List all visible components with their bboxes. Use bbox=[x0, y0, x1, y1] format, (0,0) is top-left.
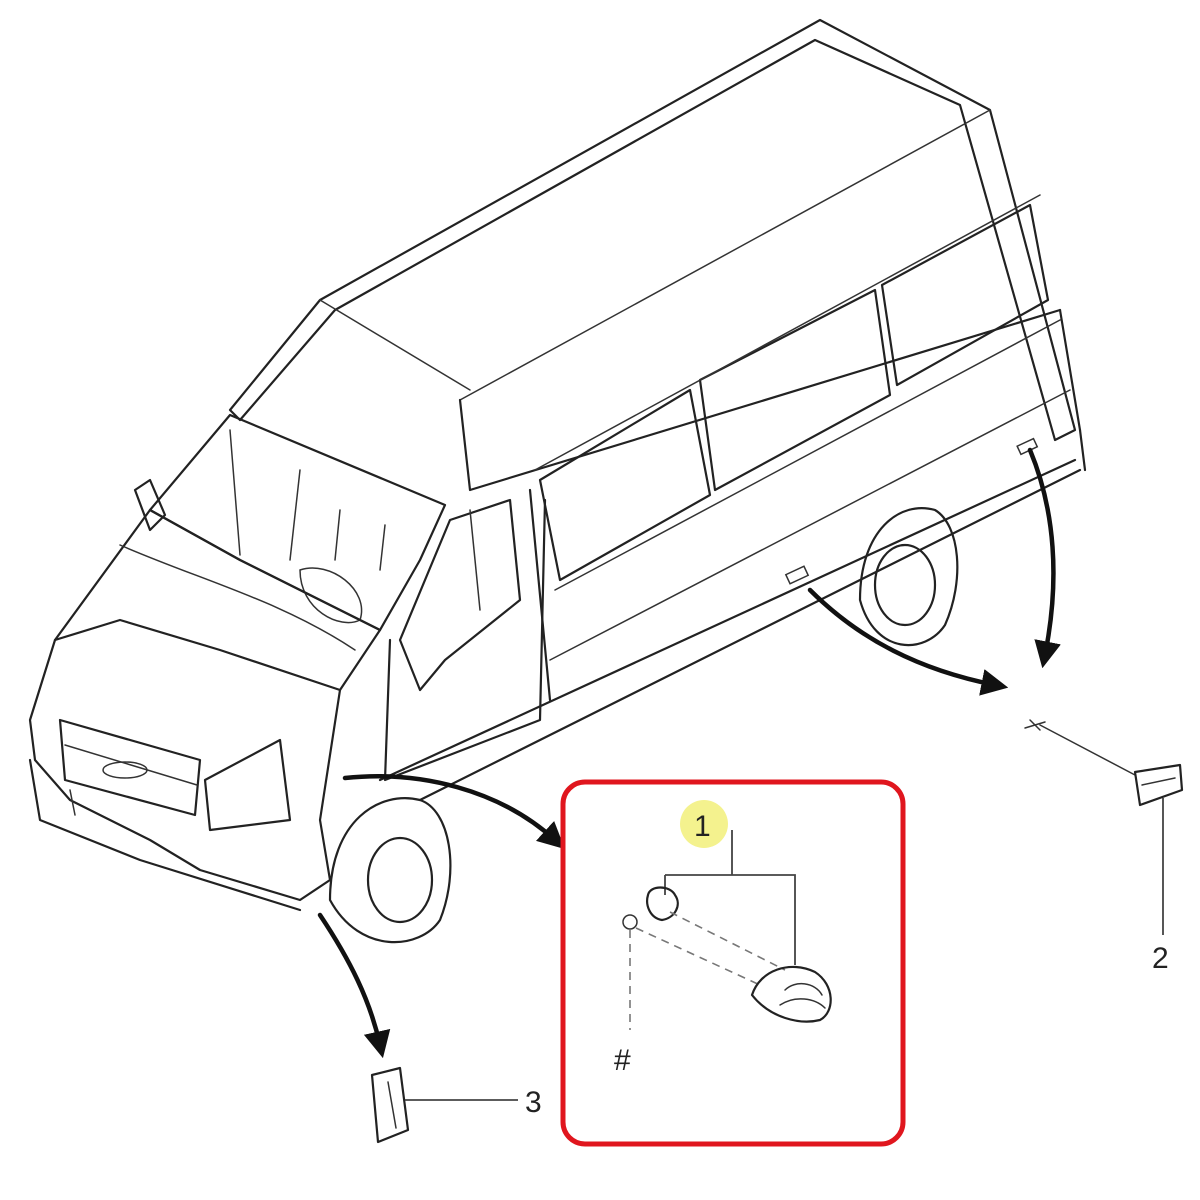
grille bbox=[58, 718, 202, 817]
callout-hash: # bbox=[614, 1044, 631, 1077]
hood bbox=[53, 508, 382, 692]
part2-lamp-body bbox=[1133, 763, 1184, 807]
clip bbox=[622, 914, 638, 930]
arrow-to-part1 bbox=[342, 774, 565, 850]
part1-highlight-box: 1 # bbox=[560, 779, 906, 1147]
callout-1: 1 bbox=[694, 810, 711, 843]
red-highlight-frame bbox=[560, 779, 906, 1147]
windshield bbox=[148, 413, 447, 632]
van-roof bbox=[228, 18, 1077, 442]
side-mirror bbox=[133, 478, 167, 532]
front-door-window bbox=[398, 498, 522, 692]
part1-lamp-housing bbox=[750, 965, 832, 1023]
front-wheel bbox=[328, 797, 452, 944]
arrow-to-part2-rear bbox=[1027, 447, 1061, 669]
callout-2: 2 bbox=[1152, 942, 1169, 975]
arrow-to-part2-side bbox=[807, 587, 1009, 696]
part3-lamp: 3 bbox=[370, 1066, 542, 1144]
arrow-to-part3 bbox=[317, 912, 391, 1059]
callout-3: 3 bbox=[525, 1086, 542, 1119]
van-front bbox=[28, 638, 342, 902]
side-window-2 bbox=[698, 288, 892, 492]
rear-wheel bbox=[858, 507, 959, 647]
part3-lamp-body bbox=[370, 1066, 410, 1144]
part2-lamp: 2 bbox=[1024, 719, 1184, 975]
headlight bbox=[203, 738, 292, 832]
side-window-1 bbox=[538, 388, 712, 582]
pointer-arrows bbox=[317, 447, 1061, 1059]
van-drawing bbox=[28, 18, 1087, 944]
side-window-3 bbox=[880, 203, 1050, 387]
bulb bbox=[646, 886, 679, 922]
callout-1-highlight bbox=[680, 800, 728, 848]
